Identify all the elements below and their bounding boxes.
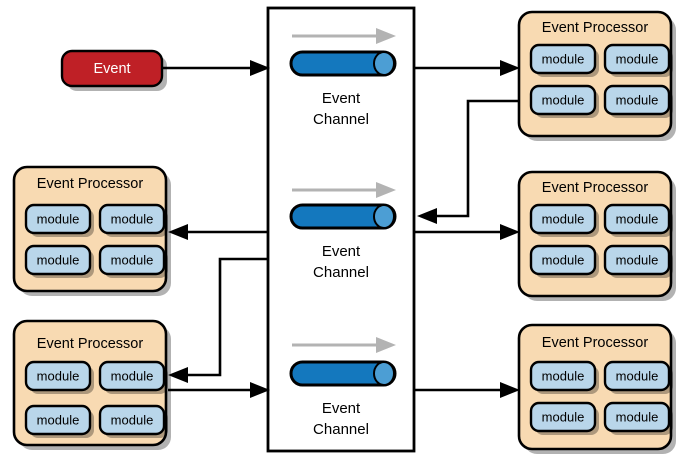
connection-channel-bottom-to-processor-bottom-right bbox=[414, 382, 520, 398]
module-label: module bbox=[616, 252, 659, 267]
module-label: module bbox=[616, 51, 659, 66]
channel-middle-label-line1: Event bbox=[322, 243, 361, 260]
connection-channel-top-to-processor-top-right bbox=[414, 60, 520, 76]
processor-bottom-left-module-4[interactable]: module bbox=[98, 404, 168, 438]
processor-middle-right-module-1[interactable]: module bbox=[529, 203, 599, 237]
channel-bottom[interactable]: Event Channel bbox=[289, 337, 397, 438]
module-label: module bbox=[616, 368, 659, 383]
module-label: module bbox=[542, 252, 585, 267]
module-label: module bbox=[542, 92, 585, 107]
event-source-box[interactable]: Event bbox=[60, 49, 167, 91]
channel-middle-pipe-icon bbox=[289, 203, 397, 230]
processor-bottom-right-module-4[interactable]: module bbox=[603, 401, 673, 435]
processor-bottom-left-title: Event Processor bbox=[37, 336, 144, 352]
channel-top-label-line1: Event bbox=[322, 90, 361, 107]
connection-processor-top-right-to-channel-middle bbox=[417, 99, 520, 224]
channel-bottom-label-line1: Event bbox=[322, 400, 361, 417]
channel-bottom-direction-arrow-icon bbox=[292, 337, 396, 353]
module-shape bbox=[24, 244, 92, 276]
processor-middle-right-module-4[interactable]: module bbox=[603, 244, 673, 278]
processor-middle-left-title: Event Processor bbox=[37, 176, 144, 192]
processor-bottom-left-module-1[interactable]: module bbox=[24, 360, 94, 394]
module-shape bbox=[529, 43, 597, 75]
module-label: module bbox=[111, 368, 154, 383]
module-shape bbox=[529, 244, 597, 276]
module-shape bbox=[529, 203, 597, 235]
processor-middle-left-module-1[interactable]: module bbox=[24, 203, 94, 237]
module-label: module bbox=[616, 92, 659, 107]
module-shape bbox=[603, 203, 671, 235]
channel-middle-direction-arrow-icon bbox=[292, 182, 396, 198]
processor-middle-right-module-3[interactable]: module bbox=[529, 244, 599, 278]
module-shape bbox=[98, 203, 166, 235]
processor-bottom-right-module-1[interactable]: module bbox=[529, 360, 599, 394]
processor-top-right-module-1[interactable]: module bbox=[529, 43, 599, 77]
connection-channel-middle-to-processor-middle-right bbox=[414, 224, 520, 240]
processor-bottom-right[interactable]: Event Processor module module module mod… bbox=[517, 323, 676, 454]
module-shape bbox=[603, 84, 671, 116]
module-shape bbox=[529, 84, 597, 116]
processor-middle-left-module-3[interactable]: module bbox=[24, 244, 94, 278]
module-shape bbox=[529, 360, 597, 392]
channel-top-direction-arrow-icon bbox=[292, 28, 396, 44]
module-label: module bbox=[111, 252, 154, 267]
processor-bottom-left-module-2[interactable]: module bbox=[98, 360, 168, 394]
module-shape bbox=[603, 401, 671, 433]
module-shape bbox=[603, 360, 671, 392]
processor-middle-right[interactable]: Event Processor module module module mod… bbox=[517, 170, 676, 301]
processor-bottom-right-module-3[interactable]: module bbox=[529, 401, 599, 435]
connection-event-to-channel-top bbox=[162, 60, 270, 76]
processor-middle-right-module-2[interactable]: module bbox=[603, 203, 673, 237]
module-label: module bbox=[37, 368, 80, 383]
module-shape bbox=[98, 244, 166, 276]
module-shape bbox=[24, 203, 92, 235]
channel-top-label-line2: Channel bbox=[313, 111, 369, 128]
event-source-label: Event bbox=[93, 61, 130, 77]
module-shape bbox=[98, 360, 166, 392]
module-label: module bbox=[616, 211, 659, 226]
event-source-shape bbox=[60, 49, 164, 88]
module-shape bbox=[24, 404, 92, 436]
module-shape bbox=[24, 360, 92, 392]
module-label: module bbox=[37, 211, 80, 226]
processor-bottom-right-title: Event Processor bbox=[542, 335, 649, 351]
processor-top-right-module-3[interactable]: module bbox=[529, 84, 599, 118]
module-label: module bbox=[542, 211, 585, 226]
channel-middle[interactable]: Event Channel bbox=[289, 182, 397, 281]
module-shape bbox=[529, 401, 597, 433]
module-label: module bbox=[111, 412, 154, 427]
processor-middle-left-module-4[interactable]: module bbox=[98, 244, 168, 278]
processor-top-right[interactable]: Event Processor module module module mod… bbox=[517, 10, 676, 141]
module-label: module bbox=[542, 409, 585, 424]
processor-top-right-title: Event Processor bbox=[542, 20, 649, 36]
processor-bottom-left[interactable]: Event Processor module module module mod… bbox=[12, 319, 171, 450]
channel-top-pipe-icon bbox=[289, 50, 397, 77]
processor-middle-left[interactable]: Event Processor module module module mod… bbox=[12, 165, 171, 296]
processor-top-right-module-2[interactable]: module bbox=[603, 43, 673, 77]
channel-bottom-pipe-icon bbox=[289, 360, 397, 387]
module-label: module bbox=[37, 252, 80, 267]
module-label: module bbox=[37, 412, 80, 427]
module-label: module bbox=[111, 211, 154, 226]
connection-processor-bottom-left-to-channel-bottom bbox=[168, 382, 270, 398]
connection-channel-middle-to-processor-middle-left bbox=[168, 224, 268, 240]
channel-bottom-label-line2: Channel bbox=[313, 421, 369, 438]
module-label: module bbox=[616, 409, 659, 424]
processor-middle-right-title: Event Processor bbox=[542, 180, 649, 196]
module-label: module bbox=[542, 368, 585, 383]
module-shape bbox=[98, 404, 166, 436]
connection-lines bbox=[162, 60, 520, 398]
connection-channel-middle-to-processor-bottom-left bbox=[168, 257, 268, 383]
module-shape bbox=[603, 43, 671, 75]
processor-middle-left-module-2[interactable]: module bbox=[98, 203, 168, 237]
channel-middle-label-line2: Channel bbox=[313, 264, 369, 281]
module-label: module bbox=[542, 51, 585, 66]
processor-bottom-right-module-2[interactable]: module bbox=[603, 360, 673, 394]
channel-top[interactable]: Event Channel bbox=[289, 28, 397, 128]
processor-bottom-left-module-3[interactable]: module bbox=[24, 404, 94, 438]
processor-top-right-module-4[interactable]: module bbox=[603, 84, 673, 118]
module-shape bbox=[603, 244, 671, 276]
